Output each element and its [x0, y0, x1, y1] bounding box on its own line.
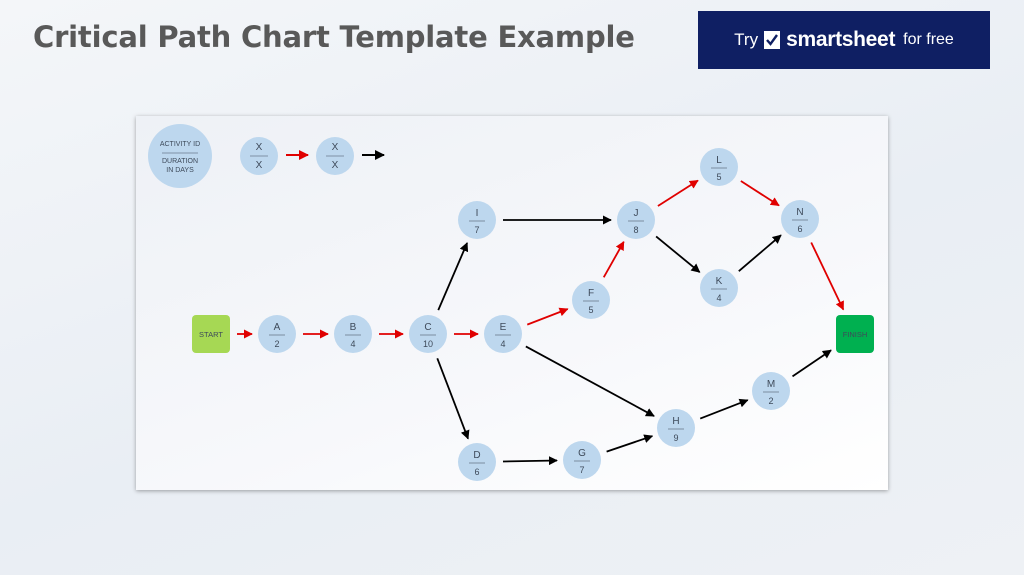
- finish-node-label: FINISH: [843, 330, 868, 339]
- page-title: Critical Path Chart Template Example: [33, 20, 635, 54]
- activity-duration-i: 7: [474, 225, 479, 235]
- legend-duration-label-line1: DURATION: [162, 158, 198, 165]
- legend: ACTIVITY ID DURATION IN DAYS X X X X: [148, 124, 385, 188]
- activity-duration-b: 4: [350, 339, 355, 349]
- activity-id-n: N: [796, 207, 803, 218]
- arrow-h-to-m: [699, 398, 749, 420]
- activity-id-f: F: [588, 288, 594, 299]
- activity-duration-k: 4: [716, 293, 721, 303]
- activity-id-m: M: [767, 379, 775, 390]
- arrow-j-to-l: [657, 179, 699, 207]
- activity-duration-l: 5: [716, 172, 721, 182]
- arrow-k-to-n: [738, 234, 782, 272]
- activity-id-g: G: [578, 448, 586, 459]
- activity-id-h: H: [672, 416, 679, 427]
- activity-duration-m: 2: [768, 396, 773, 406]
- try-smartsheet-button[interactable]: Try smartsheet for free: [698, 11, 990, 69]
- legend-activity-id-label: ACTIVITY ID: [160, 141, 200, 148]
- activity-node-b: B4: [334, 315, 372, 353]
- activity-node-a: A2: [258, 315, 296, 353]
- activity-id-a: A: [274, 322, 281, 333]
- activity-node-h: H9: [657, 409, 695, 447]
- activity-id-c: C: [424, 322, 431, 333]
- arrow-j-to-k: [655, 235, 701, 273]
- activity-node-c: C 10: [409, 315, 447, 353]
- arrow-m-to-finish: [792, 349, 832, 378]
- activity-node-j: J8: [617, 201, 655, 239]
- legend-sample-id-2: X: [332, 142, 339, 153]
- arrow-f-to-j: [602, 241, 625, 278]
- legend-sample-id-1: X: [256, 142, 263, 153]
- activity-id-l: L: [716, 155, 722, 166]
- arrow-c-to-i: [437, 242, 469, 311]
- arrow-d-to-g: [502, 456, 558, 466]
- arrow-e-to-f: [526, 307, 569, 326]
- activity-node-e: E4: [484, 315, 522, 353]
- cta-brand-text: smartsheet: [786, 28, 896, 51]
- activity-id-k: K: [716, 276, 723, 287]
- dependency-arrows: [237, 179, 845, 466]
- diagram-canvas: ACTIVITY ID DURATION IN DAYS X X X X STA…: [148, 124, 874, 481]
- activity-duration-a: 2: [274, 339, 279, 349]
- legend-duration-label-line2: IN DAYS: [166, 167, 194, 174]
- activity-duration-n: 6: [797, 224, 802, 234]
- start-node-label: START: [199, 330, 223, 339]
- start-node: START: [192, 315, 230, 353]
- activity-node-f: F5: [572, 281, 610, 319]
- activity-node-m: M2: [752, 372, 790, 410]
- activity-node-n: N6: [781, 200, 819, 238]
- legend-node: [148, 124, 212, 188]
- legend-sample-duration-2: X: [332, 160, 339, 171]
- activity-node-i: I7: [458, 201, 496, 239]
- critical-path-diagram: ACTIVITY ID DURATION IN DAYS X X X X STA…: [136, 116, 888, 490]
- cta-try-text: Try: [734, 30, 759, 49]
- activity-duration-d: 6: [474, 467, 479, 477]
- activity-id-b: B: [350, 322, 357, 333]
- activity-node-d: D6: [458, 443, 496, 481]
- finish-node: FINISH: [836, 315, 874, 353]
- activity-duration-c: 10: [423, 339, 433, 349]
- activity-id-e: E: [500, 322, 507, 333]
- activity-node-g: G7: [563, 441, 601, 479]
- activity-node-k: K4: [700, 269, 738, 307]
- activity-node-l: L5: [700, 148, 738, 186]
- smartsheet-logo-icon: [764, 31, 781, 49]
- arrow-g-to-h: [606, 434, 654, 453]
- arrow-e-to-h: [525, 345, 655, 417]
- activity-id-i: I: [476, 208, 479, 219]
- activity-duration-j: 8: [633, 225, 638, 235]
- arrow-c-to-d: [436, 357, 470, 440]
- activity-duration-g: 7: [579, 465, 584, 475]
- activity-id-j: J: [634, 208, 639, 219]
- activity-duration-e: 4: [500, 339, 505, 349]
- activity-duration-f: 5: [588, 305, 593, 315]
- arrow-l-to-n: [740, 180, 780, 207]
- cta-suffix-text: for free: [903, 31, 954, 48]
- arrow-n-to-finish: [810, 242, 845, 311]
- activity-id-d: D: [473, 450, 480, 461]
- legend-sample-duration-1: X: [256, 160, 263, 171]
- activity-duration-h: 9: [673, 433, 678, 443]
